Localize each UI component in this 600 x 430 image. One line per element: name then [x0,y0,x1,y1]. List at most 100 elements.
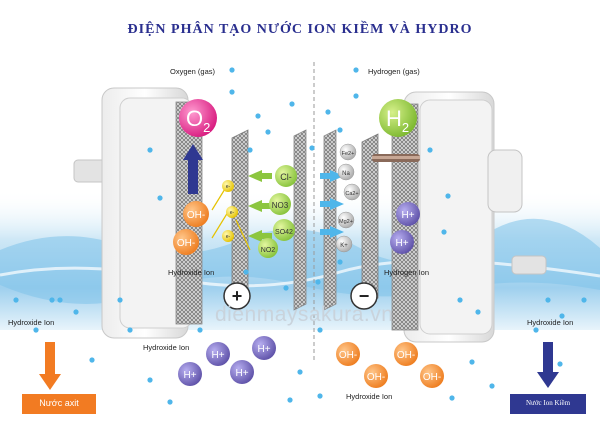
alkaline-arrow-shaft [543,342,553,374]
alkaline-water-label: Nước Ion Kiềm [525,399,571,407]
bubble [309,145,315,151]
bubbles [13,67,587,405]
oh-ion-label: OH- [397,350,415,361]
ca-ion [343,183,361,201]
k-ion-label: K+ [340,243,348,249]
cathode-mesh [361,133,379,307]
k-ion [335,235,353,253]
h-plus-label: H+ [211,350,224,361]
h-plus-ion [390,230,414,254]
bubble [337,259,343,265]
na-ion-label: Na [342,171,350,177]
h-plus-ion [230,360,254,384]
bubble [229,67,235,73]
bubble [73,309,79,315]
bubble [559,313,565,319]
bubble [353,93,359,99]
oh-ion [364,364,388,388]
bubble [457,297,463,303]
so4-ion [273,219,295,241]
no3-ion [269,193,291,215]
bubble [247,147,253,153]
oh-ion [173,229,199,255]
cathode-rod-highlight [372,156,420,159]
bubble [287,397,293,403]
bubble [33,327,39,333]
bubble [49,297,55,303]
hydrogen-ion-label-plate: Hydrogen Ion [384,268,430,277]
cl-ion-label: Cl- [280,172,292,182]
bubble [545,297,551,303]
na-ion [337,163,355,181]
electron [222,180,234,192]
right-electrode-housing [391,91,547,343]
oh-ion [336,342,360,366]
bubble [317,327,323,333]
bubble [289,101,295,107]
bubble [147,377,153,383]
bubble [57,297,63,303]
cathode-minus-sign [350,282,378,310]
hydrogen-gas-label: Hydrogen (gas) [368,67,420,76]
bubble [297,369,303,375]
bubble [533,327,539,333]
bubble [147,147,153,153]
h-plus-label: H+ [395,238,408,249]
bubble [445,193,451,199]
bubble [13,297,19,303]
bubble [243,269,249,275]
hydroxide-ion-label-right: Hydroxide Ion [527,318,574,327]
alkaline-water-box [510,394,586,414]
bubble [469,359,475,365]
watermark: dienmaysakura.vn [215,303,394,326]
o2-arrow-shaft [188,158,198,194]
electron [226,206,238,218]
anode-mesh [231,129,249,309]
minus-glyph: − [359,286,370,306]
hydroxide-ion-label-bottom-right: Hydroxide Ion [346,392,393,401]
h-plus-label: H+ [401,210,414,221]
h-plus-ion [206,342,230,366]
h-plus-ion [252,336,276,360]
bubble [117,297,123,303]
bubble [127,327,133,333]
acid-arrow-head [39,374,61,390]
bubble [475,309,481,315]
membrane-right [323,129,337,311]
bubble [441,229,447,235]
h-plus-ion [396,202,420,226]
oh-ion-label: OH- [187,210,205,221]
mg-ion [337,211,355,229]
bubble [337,127,343,133]
o2-arrow-head [183,144,203,160]
electron-label: e- [226,184,231,190]
bubble [315,279,321,285]
oh-ion-label: OH- [339,350,357,361]
anode-plus-sign [223,282,251,310]
acid-water-box [22,394,96,414]
bubble [489,383,495,389]
acid-water-label: Nước axit [39,398,79,408]
bubble [449,395,455,401]
bubble [325,109,331,115]
h2-label: H2 [386,106,409,135]
oh-ion [183,201,209,227]
oh-ion-label: OH- [423,372,441,383]
membrane-left [293,129,307,311]
hydroxide-ion-label-left: Hydroxide Ion [8,318,55,327]
so4-ion-label: SO42 [275,229,293,236]
bubble [255,113,261,119]
bubble [581,297,587,303]
no2-ion [258,238,278,258]
page-title: ĐIỆN PHÂN TẠO NƯỚC ION KIỀM VÀ HYDRO [127,22,473,37]
plus-glyph: + [232,286,243,306]
oh-ion-label: OH- [177,238,195,249]
bubble [197,327,203,333]
acid-arrow-shaft [45,342,55,376]
electron-label: e- [230,210,235,216]
oxygen-gas-label: Oxygen (gas) [170,67,216,76]
oh-ion [420,364,444,388]
h-plus-ion [178,362,202,386]
o2-label: O2 [186,106,210,135]
